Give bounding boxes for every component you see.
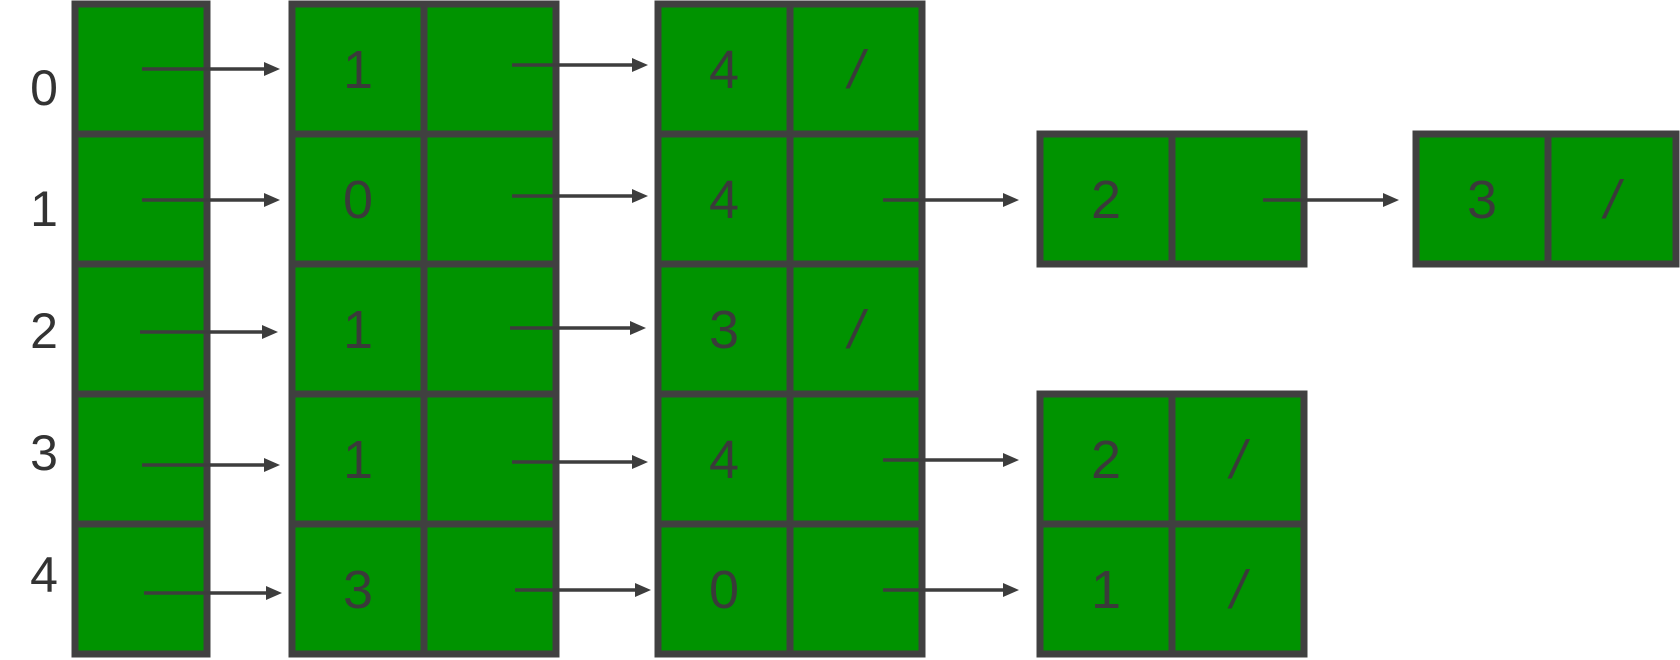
row-index-2: 2 <box>30 303 58 359</box>
arrowhead-icon <box>1003 453 1019 467</box>
node-value-text: 1 <box>343 430 373 490</box>
arrowhead-icon <box>264 458 280 472</box>
node-value-text: 3 <box>709 300 739 360</box>
node-value-text: 1 <box>343 40 373 100</box>
node-column-1: 1 0 1 1 3 <box>288 0 560 658</box>
node-next-cell <box>786 0 926 138</box>
arrowhead-icon <box>1383 193 1399 207</box>
head-array <box>71 0 211 658</box>
node-next-cell <box>1544 130 1680 268</box>
arrowhead-icon <box>1003 583 1019 597</box>
arrowhead-icon <box>266 586 282 600</box>
node-value-cell <box>654 260 794 398</box>
arrowhead-icon <box>632 58 648 72</box>
arrowhead-icon <box>630 321 646 335</box>
node-value-cell <box>654 390 794 528</box>
node-value-cell <box>654 520 794 658</box>
node-value-text: 4 <box>709 170 739 230</box>
node-value-text: 2 <box>1091 170 1121 230</box>
node-value-text: 0 <box>343 170 373 230</box>
arrowhead-icon <box>264 193 280 207</box>
node-next-cell <box>786 260 926 398</box>
head-cell-2 <box>71 260 211 398</box>
node-next-cell <box>420 130 560 268</box>
node-value-cell <box>1036 520 1176 658</box>
node-value-text: 3 <box>343 560 373 620</box>
row1-node-4: 3 / <box>1412 130 1680 268</box>
node-value-text: 2 <box>1091 430 1121 490</box>
head-cell-4 <box>71 520 211 658</box>
node-next-cell <box>1168 390 1308 528</box>
arrowhead-icon <box>264 62 280 76</box>
arrowhead-icon <box>632 189 648 203</box>
node-value-text: 3 <box>1467 170 1497 230</box>
node-value-text: 1 <box>343 300 373 360</box>
node-column-2: 4 / 4 3 / 4 0 <box>654 0 926 658</box>
row3-node-3: 2 / <box>1036 390 1308 528</box>
row-index-0: 0 <box>30 60 58 116</box>
head-cell-3 <box>71 390 211 528</box>
row4-node-3: 1 / <box>1036 520 1308 658</box>
node-next-cell <box>1168 520 1308 658</box>
row-index-4: 4 <box>30 547 58 603</box>
row-index-3: 3 <box>30 425 58 481</box>
node-value-text: 4 <box>709 430 739 490</box>
node-value-cell <box>1036 130 1176 268</box>
row-index-1: 1 <box>30 181 58 237</box>
arrowhead-icon <box>632 455 648 469</box>
arrowhead-icon <box>635 583 651 597</box>
arrowhead-icon <box>1003 193 1019 207</box>
node-next-cell <box>420 390 560 528</box>
node-value-text: 1 <box>1091 560 1121 620</box>
node-value-text: 0 <box>709 560 739 620</box>
node-value-text: 4 <box>709 40 739 100</box>
pointer-arrows <box>140 58 1399 600</box>
node-next-cell <box>420 0 560 138</box>
row-index-labels: 0 1 2 3 4 <box>30 60 58 603</box>
arrowhead-icon <box>262 325 278 339</box>
